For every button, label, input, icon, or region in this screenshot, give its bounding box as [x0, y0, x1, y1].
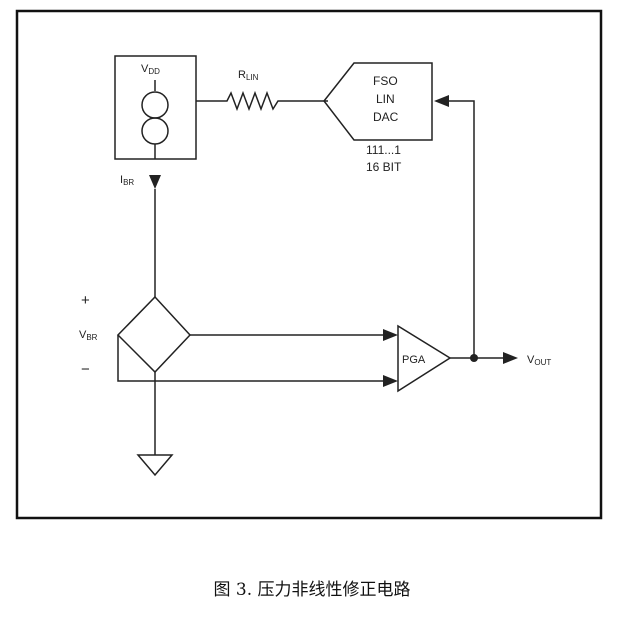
vbr-minus-sign: −	[81, 361, 90, 378]
sensor-bridge	[116, 295, 192, 374]
ibr-label: IBR	[120, 174, 134, 187]
pga-amplifier	[397, 324, 452, 393]
dac-code-label: 111...1	[366, 143, 401, 157]
diagram-frame	[15, 9, 603, 520]
vout-label: VOUT	[527, 354, 551, 367]
dac-block	[323, 62, 433, 141]
current-source-circle-top	[141, 91, 169, 119]
dac-label-dac: DAC	[373, 110, 399, 124]
pga-input-arrow-top	[383, 329, 398, 341]
vbr-plus-sign: +	[81, 292, 90, 309]
figure-caption: 图 3. 压力非线性修正电路	[213, 580, 411, 600]
rlin-label: RLIN	[238, 69, 259, 82]
dac-label-lin: LIN	[376, 92, 395, 106]
vdd-label: VDD	[141, 63, 160, 76]
feedback-wire	[445, 100, 475, 358]
pga-label: PGA	[402, 354, 426, 366]
output-junction-dot	[470, 354, 478, 362]
dac-bits-label: 16 BIT	[366, 160, 402, 174]
ibr-arrow	[149, 175, 161, 189]
resistor-rlin	[196, 90, 328, 112]
dac-label-fso: FSO	[373, 74, 398, 88]
current-source-circle-bottom	[141, 117, 169, 145]
vbr-label: VBR	[79, 329, 98, 342]
ground-symbol	[136, 454, 174, 477]
bridge-negative-wire	[117, 335, 385, 382]
pga-input-arrow-bottom	[383, 375, 398, 387]
output-arrow	[503, 352, 518, 364]
circuit-diagram: VDD RLIN FSO LIN DAC 111...1 16 BIT IBR …	[15, 9, 603, 520]
feedback-arrow	[434, 95, 449, 107]
